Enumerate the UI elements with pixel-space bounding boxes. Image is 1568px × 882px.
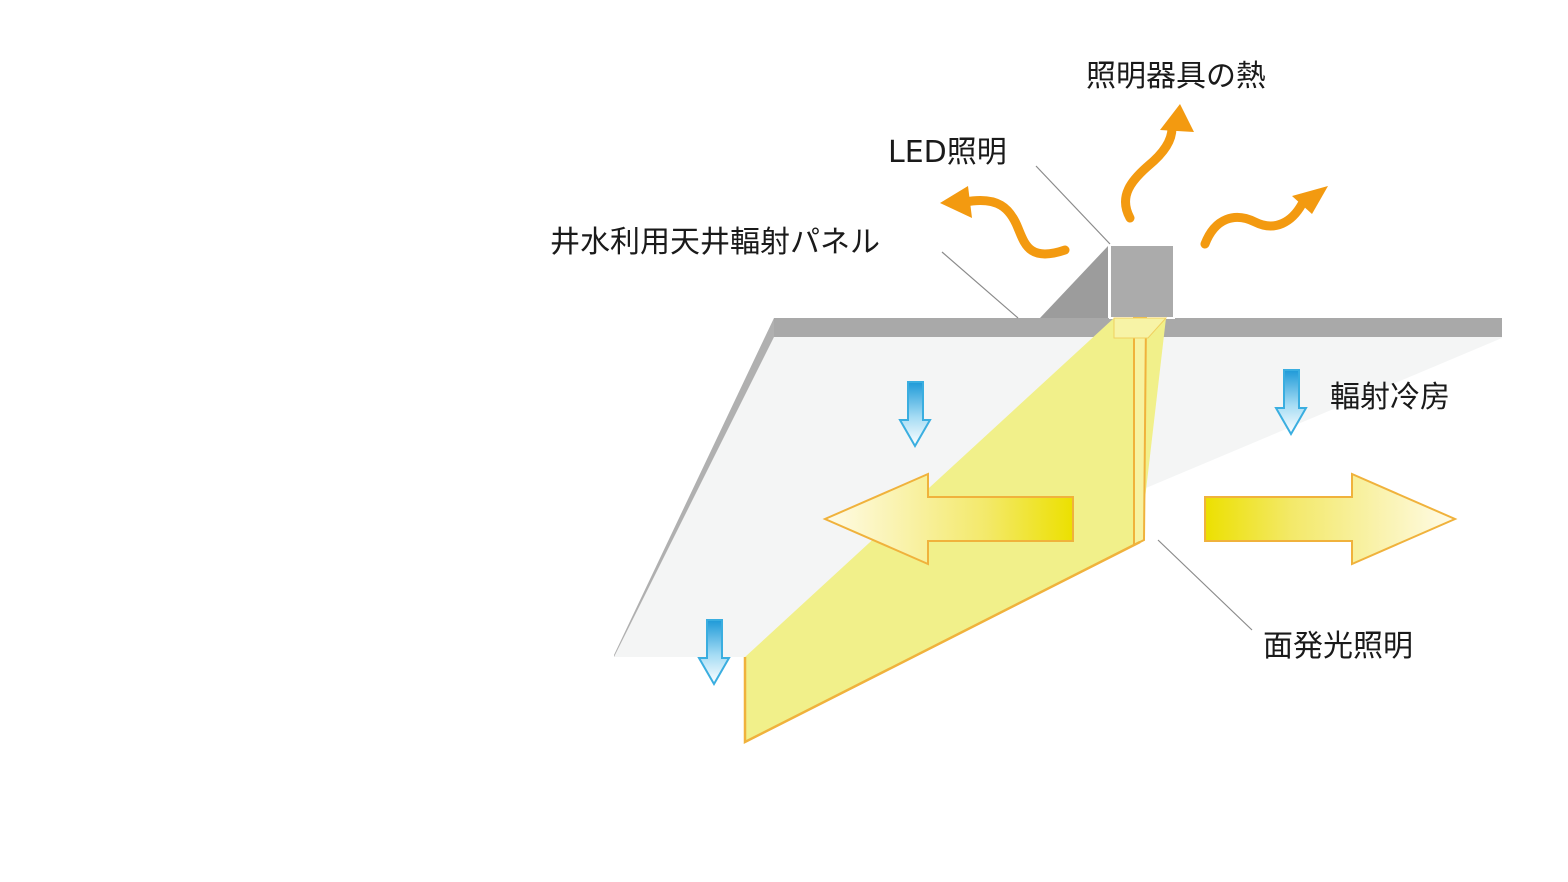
surface-light-edge-shade [1133,317,1148,547]
cooling-arrow-right [1274,369,1308,437]
heat-arrow-center [1121,104,1194,223]
cooling-arrow-left-top [898,381,932,449]
label-panel: 井水利用天井輻射パネル [550,225,880,260]
cooling-arrow-left-bottom [697,619,731,687]
light-arrow-right [1204,472,1458,566]
surface-light-outline [743,540,1141,745]
surface-light-slot [1113,317,1168,339]
leader-led [1035,165,1111,245]
label-surface-light: 面発光照明 [1263,629,1413,664]
label-fixture-heat: 照明器具の熱 [1086,59,1266,94]
light-arrow-left [822,472,1074,566]
leader-surface-light [1157,539,1253,631]
label-led: LED照明 [888,135,1007,170]
label-radiant-cooling: 輻射冷房 [1330,380,1450,415]
led-fixture-shadow [1040,246,1108,318]
ceiling-left-edge [614,318,774,657]
heat-arrow-left [940,186,1070,259]
led-fixture-box [1109,244,1175,319]
heat-arrow-right [1200,186,1328,249]
leader-panel [941,251,1019,319]
